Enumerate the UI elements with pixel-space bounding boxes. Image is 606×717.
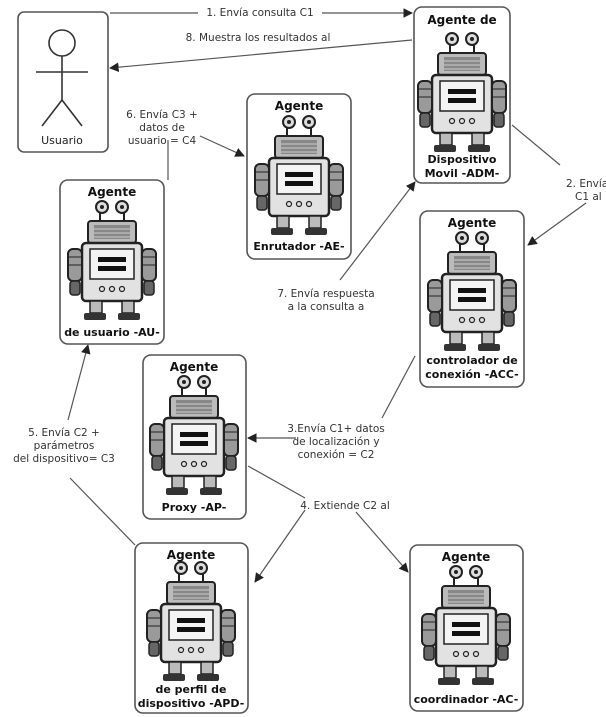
agent-ac: Agente coordinador -AC- — [409, 544, 524, 712]
edge-5b — [67, 344, 91, 421]
message-6-label-2: datos de — [139, 122, 185, 134]
edge-5 — [69, 477, 136, 546]
agent-apd: Agente de perfil de dispositivo -APD- — [134, 542, 249, 714]
agent-adm: Agente de Dispositivo Movil -ADM- — [413, 6, 511, 184]
user-node: Usuario — [17, 11, 109, 153]
message-3-label-3: conexión = C2 — [298, 449, 375, 461]
agent-acc-name-1: controlador de — [426, 354, 517, 367]
agent-ae-title: Agente — [275, 99, 323, 113]
message-2-label-1: 2. Envía — [566, 178, 606, 190]
message-6-label-1: 6. Envía C3 + — [126, 109, 198, 121]
edges — [67, 8, 587, 583]
agent-apd-title: Agente — [167, 548, 215, 562]
edge-2 — [511, 124, 561, 166]
agent-ae-name-1: Enrutador -AE- — [253, 240, 344, 253]
agent-ae: Agente Enrutador -AE- — [246, 93, 352, 260]
message-8-label: 8. Muestra los resultados al — [186, 32, 331, 44]
edge-4b — [355, 511, 409, 573]
message-2-label-2: C1 al — [575, 191, 602, 203]
message-6-label-3: usuario = C4 — [128, 135, 197, 147]
agent-adm-title: Agente de — [427, 13, 496, 27]
agent-au: Agente de usuario -AU- — [59, 179, 165, 345]
agent-apd-name-2: dispositivo -APD- — [138, 697, 245, 710]
actor-icon — [36, 29, 88, 127]
message-3-label-2: de localización y — [292, 436, 379, 448]
edge-8 — [109, 39, 413, 72]
edge-3 — [381, 355, 416, 419]
edge-2b — [527, 202, 587, 246]
message-1-label: 1. Envía consulta C1 — [206, 7, 313, 19]
agent-ap: Agente Proxy -AP- — [142, 354, 247, 520]
agent-acc-title: Agente — [448, 216, 496, 230]
agent-au-name-1: de usuario -AU- — [64, 326, 160, 339]
message-5-label-1: 5. Envía C2 + — [28, 427, 100, 439]
agent-acc-name-2: conexión -ACC- — [425, 368, 519, 381]
agent-ac-title: Agente — [442, 550, 490, 564]
agent-adm-name-2: Movil -ADM- — [425, 167, 500, 180]
agent-acc: Agente controlador de conexión -ACC- — [419, 210, 525, 388]
agent-ap-name-1: Proxy -AP- — [162, 501, 227, 514]
edge-4a — [254, 509, 306, 583]
edge-6b — [199, 135, 245, 157]
edge-4 — [247, 465, 306, 499]
message-7-label-2: a la consulta a — [288, 301, 365, 313]
message-3-label-1: 3.Envía C1+ datos — [287, 423, 384, 435]
message-4-label: 4. Extiende C2 al — [300, 500, 390, 512]
message-5-label-2: parámetros — [34, 440, 95, 452]
agent-apd-name-1: de perfil de — [155, 683, 226, 696]
edge-labels: 1. Envía consulta C1 8. Muestra los resu… — [13, 5, 606, 512]
user-label: Usuario — [41, 134, 83, 147]
agent-ap-title: Agente — [170, 360, 218, 374]
message-5-label-3: del dispositivo= C3 — [13, 453, 115, 465]
edge-7 — [339, 181, 416, 281]
message-7-label-1: 7. Envía respuesta — [277, 288, 374, 300]
agent-adm-name-1: Dispositivo — [428, 153, 497, 166]
agent-au-title: Agente — [88, 185, 136, 199]
agent-ac-name-1: coordinador -AC- — [414, 693, 519, 706]
